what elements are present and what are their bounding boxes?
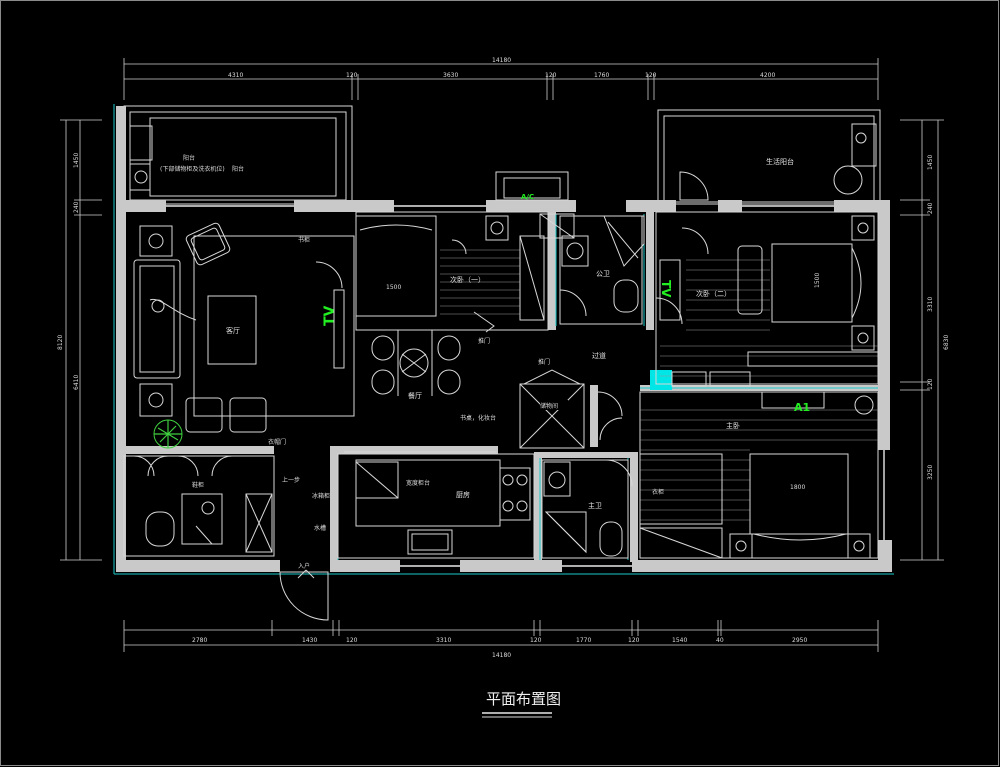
- dim-bottom-9: 2950: [792, 637, 807, 644]
- dim-bottom-6: 120: [628, 637, 640, 644]
- master-bath: 主卫: [541, 459, 633, 559]
- dim-left-total: 8120: [57, 335, 64, 350]
- door-note: 推门: [478, 337, 490, 345]
- shoe-area-label: 鞋柜: [192, 481, 204, 489]
- tv-label-bedroom2: TV: [659, 280, 673, 298]
- cyan-column: [650, 370, 672, 390]
- dim-top-0: 4310: [228, 72, 243, 79]
- dim-right-total: 6830: [943, 335, 950, 350]
- living-room: 客厅 TV 书柜: [133, 222, 355, 449]
- dimension-bottom: 2780 1430 120 3310 120 1770 120 1540 40 …: [123, 620, 879, 659]
- dimension-right: 1450 240 3310 120 3250 6830: [900, 119, 950, 561]
- ac-label: A/C: [521, 193, 534, 201]
- gate-note: 推门: [538, 358, 550, 366]
- dim-bottom-total: 14180: [492, 652, 511, 659]
- hatch-master: [640, 409, 878, 521]
- corridor: 过道 储物间 推门: [519, 351, 751, 449]
- entrance-label: 入户: [298, 562, 310, 570]
- dim-top-1: 120: [346, 72, 358, 79]
- coat-note: 衣帽门: [268, 438, 286, 446]
- hatch-bed1: [440, 249, 520, 315]
- master-bath-label: 主卫: [588, 501, 602, 510]
- master-bed-size: 1800: [790, 484, 805, 491]
- dim-left-0: 1450: [73, 153, 80, 168]
- cabinet-note: 书柜: [298, 236, 310, 244]
- public-bath-label: 公卫: [596, 270, 610, 278]
- dim-top-5: 120: [645, 72, 657, 79]
- dim-bottom-5: 1770: [576, 637, 591, 644]
- balcony-left-note: (下部储物柜及洗衣机位): [160, 165, 225, 173]
- bed2-size: 1500: [814, 273, 821, 288]
- bedroom-2: TV 1500 次卧（二）: [655, 211, 879, 385]
- ac-unit: A/C: [495, 171, 569, 201]
- dim-bottom-1: 1430: [302, 637, 317, 644]
- counter-note: 宽度柜台: [406, 479, 430, 487]
- balcony-right-label: 生活阳台: [766, 157, 794, 166]
- dining-label: 餐厅: [408, 391, 422, 400]
- dim-left-2: 6410: [73, 375, 80, 390]
- balcony-left: 阳台 (下部储物柜及洗衣机位) 阳台: [123, 105, 353, 205]
- dimension-left: 8120 1450 240 6410: [57, 119, 102, 561]
- balcony-left-line1: 阳台: [183, 154, 195, 162]
- dim-top-3: 120: [545, 72, 557, 79]
- hatch-bedroom2: [660, 259, 878, 377]
- dim-right-3: 120: [927, 378, 934, 390]
- fridge-note: 冰箱柜: [312, 492, 330, 500]
- drawing-title: 平面布置图: [482, 690, 561, 718]
- dim-right-4: 3250: [927, 465, 934, 480]
- kitchen-label: 厨房: [456, 490, 470, 499]
- tv-label-living: TV: [322, 305, 338, 326]
- dim-bottom-3: 3310: [436, 637, 451, 644]
- dim-top-6: 4200: [760, 72, 775, 79]
- step-note: 上一步: [282, 476, 300, 484]
- dim-right-0: 1450: [927, 155, 934, 170]
- dim-bottom-7: 1540: [672, 637, 687, 644]
- corridor-label: 过道: [592, 351, 606, 360]
- outer-walls: [113, 104, 894, 575]
- dim-bottom-0: 2780: [192, 637, 207, 644]
- kitchen: 厨房 宽度柜台 冰箱柜 水槽: [312, 451, 535, 559]
- balcony-left-label: 阳台: [232, 165, 244, 173]
- dim-top-2: 3630: [443, 72, 458, 79]
- entry-area: 鞋柜 上一步 衣帽门 入户: [123, 438, 329, 621]
- dim-bottom-8: 40: [716, 637, 724, 644]
- master-bedroom: A1 1800 主卧 衣柜: [639, 391, 879, 559]
- dim-right-2: 3310: [927, 297, 934, 312]
- storage-label: 储物间: [540, 402, 558, 410]
- bedroom2-label: 次卧（二）: [696, 289, 731, 298]
- dim-bottom-4: 120: [530, 637, 542, 644]
- balcony-right: 生活阳台: [657, 109, 881, 205]
- dim-bottom-2: 120: [346, 637, 358, 644]
- misc-note: 书桌，化妆台: [460, 414, 496, 422]
- title-text: 平面布置图: [486, 690, 561, 708]
- bedroom-1: 1500 次卧（一） 推门: [355, 211, 549, 345]
- interior-walls: [124, 212, 880, 562]
- dim-right-1: 240: [927, 202, 934, 214]
- living-label: 客厅: [226, 326, 240, 335]
- dim-left-1: 240: [73, 201, 80, 213]
- public-bath: 公卫: [539, 213, 645, 325]
- bed1-size: 1500: [386, 284, 401, 291]
- dim-top-total: 14180: [492, 57, 511, 64]
- bedroom1-label: 次卧（一）: [450, 275, 485, 284]
- master-bed-label: 主卧: [726, 421, 740, 430]
- dining-area: 餐厅 书桌，化妆台: [371, 330, 496, 422]
- wardrobe-note: 衣柜: [652, 488, 664, 496]
- a1-label: A1: [794, 401, 810, 414]
- dim-top-4: 1760: [594, 72, 609, 79]
- plant-icon: [153, 419, 183, 449]
- dimension-top: 14180 4310 120 3630 120 1760 120 4200: [123, 57, 879, 100]
- sink-note: 水槽: [314, 524, 326, 532]
